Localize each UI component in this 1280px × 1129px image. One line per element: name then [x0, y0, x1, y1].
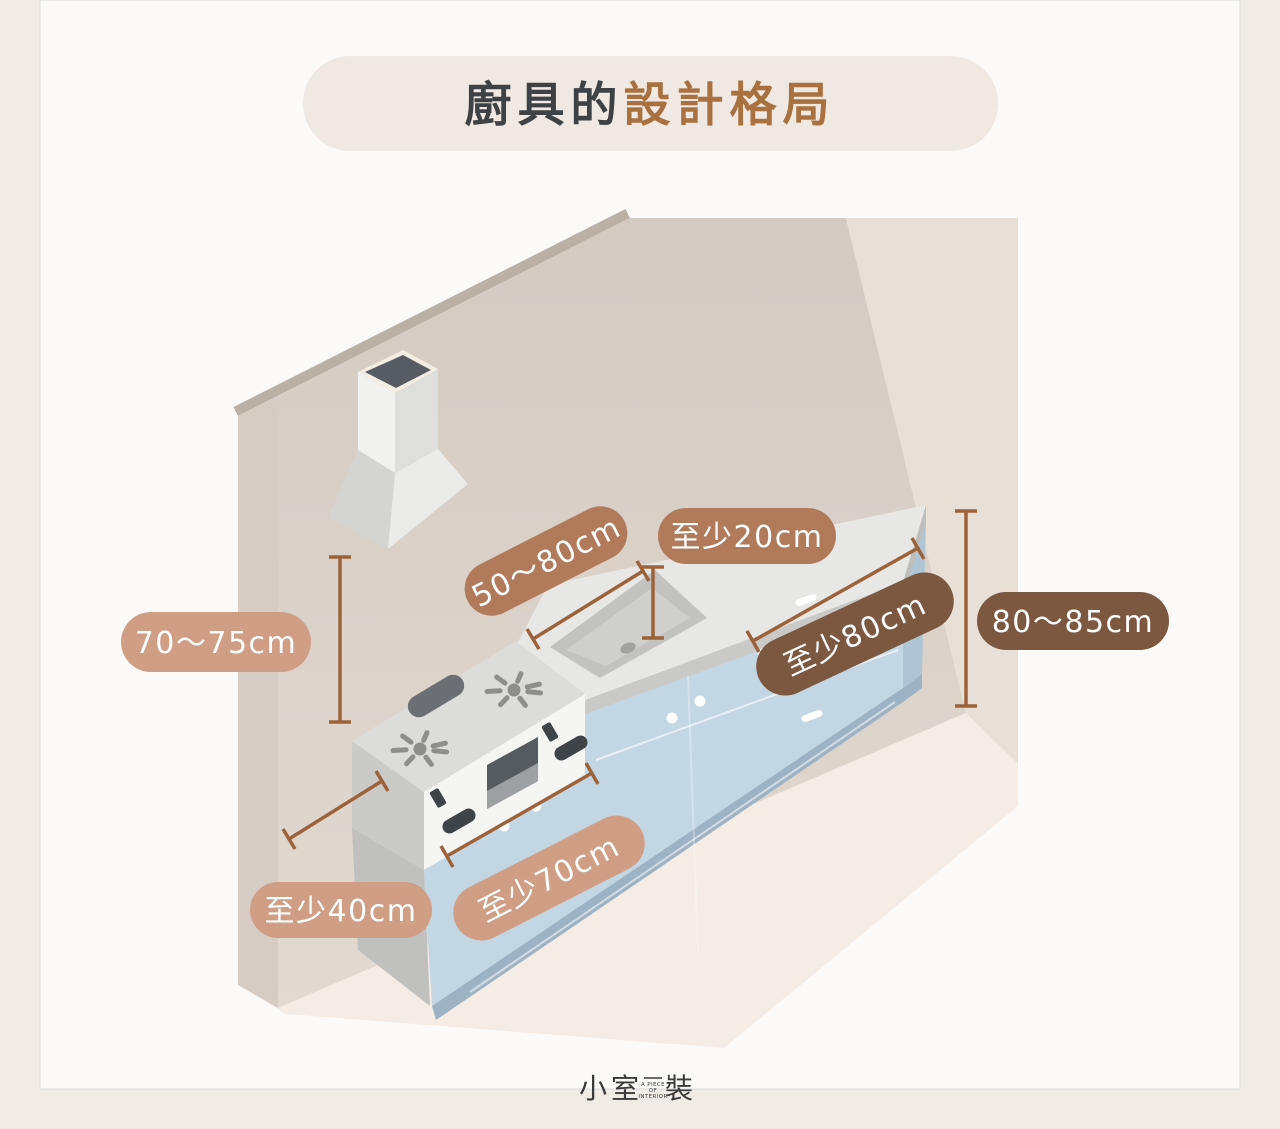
oven-window-lower	[487, 763, 538, 809]
hood-duct-front	[358, 372, 395, 473]
label-sink-to-edge: 至少20cm	[658, 508, 836, 564]
stove-burner	[484, 671, 544, 708]
stove-handle	[442, 808, 476, 834]
dimension-lines	[281, 509, 977, 868]
hood-duct-side	[395, 369, 438, 473]
logo-tagline-1: A PIECE	[641, 1082, 665, 1088]
door-knob	[694, 695, 706, 707]
dimension-sink-width	[525, 560, 651, 650]
hood-flare-left	[328, 450, 395, 549]
countertop-edge-front	[585, 582, 903, 714]
brand-logo: 小室 A PIECE OF INTERIOR 裝	[579, 1072, 697, 1105]
label-sink-to-edge-text: 至少20cm	[671, 520, 824, 555]
label-hood-clearance: 70～75cm	[121, 612, 311, 672]
wall-top-edge	[233, 209, 630, 416]
label-stove-to-wall-text: 至少40cm	[265, 894, 418, 929]
hood-flare-right	[388, 449, 468, 549]
label-stove-to-wall: 至少40cm	[250, 882, 432, 938]
stove-knob	[429, 788, 447, 808]
drawer-handle	[795, 593, 817, 607]
logo-tagline-2: OF	[649, 1088, 657, 1094]
dimension-work-surface	[745, 537, 926, 653]
stove-top	[352, 641, 585, 792]
hood-duct-opening	[365, 355, 431, 388]
dimension-stove-to-wall	[281, 770, 390, 850]
logo-tagline-3: INTERIOR	[638, 1094, 667, 1100]
dimension-sink-to-edge	[642, 565, 664, 640]
dimension-counter-height	[955, 509, 977, 708]
stove-knob	[541, 722, 559, 742]
door-seam	[469, 701, 896, 993]
door-knob	[666, 712, 678, 724]
stove-left-face	[352, 741, 424, 870]
page-title: 廚具的設計格局	[465, 78, 836, 133]
logo-left-text: 小室	[579, 1072, 643, 1105]
stove-burner	[390, 730, 450, 767]
sink-basin-floor	[566, 588, 690, 666]
back-wall-side-strip	[238, 396, 278, 1008]
stove-handle	[554, 735, 588, 761]
label-counter-height: 80～85cm	[977, 592, 1169, 650]
label-hood-clearance-text: 70～75cm	[135, 626, 298, 661]
range-hood	[328, 350, 468, 549]
dimension-hood-clearance	[329, 555, 351, 724]
sink-drain	[620, 642, 636, 654]
right-wall	[846, 218, 1018, 764]
title-pill	[303, 56, 998, 151]
door-seam	[687, 675, 699, 953]
drawer-handle	[801, 709, 823, 723]
stove-grill	[407, 674, 465, 718]
dimension-cooktop-width	[439, 762, 600, 868]
sink	[550, 570, 707, 678]
title-banner: 廚具的設計格局	[303, 56, 998, 151]
stove	[352, 641, 588, 870]
logo-right-text: 裝	[665, 1072, 697, 1105]
label-counter-height-text: 80～85cm	[992, 605, 1155, 640]
cabinet-bottom-shadow-end	[903, 674, 922, 702]
